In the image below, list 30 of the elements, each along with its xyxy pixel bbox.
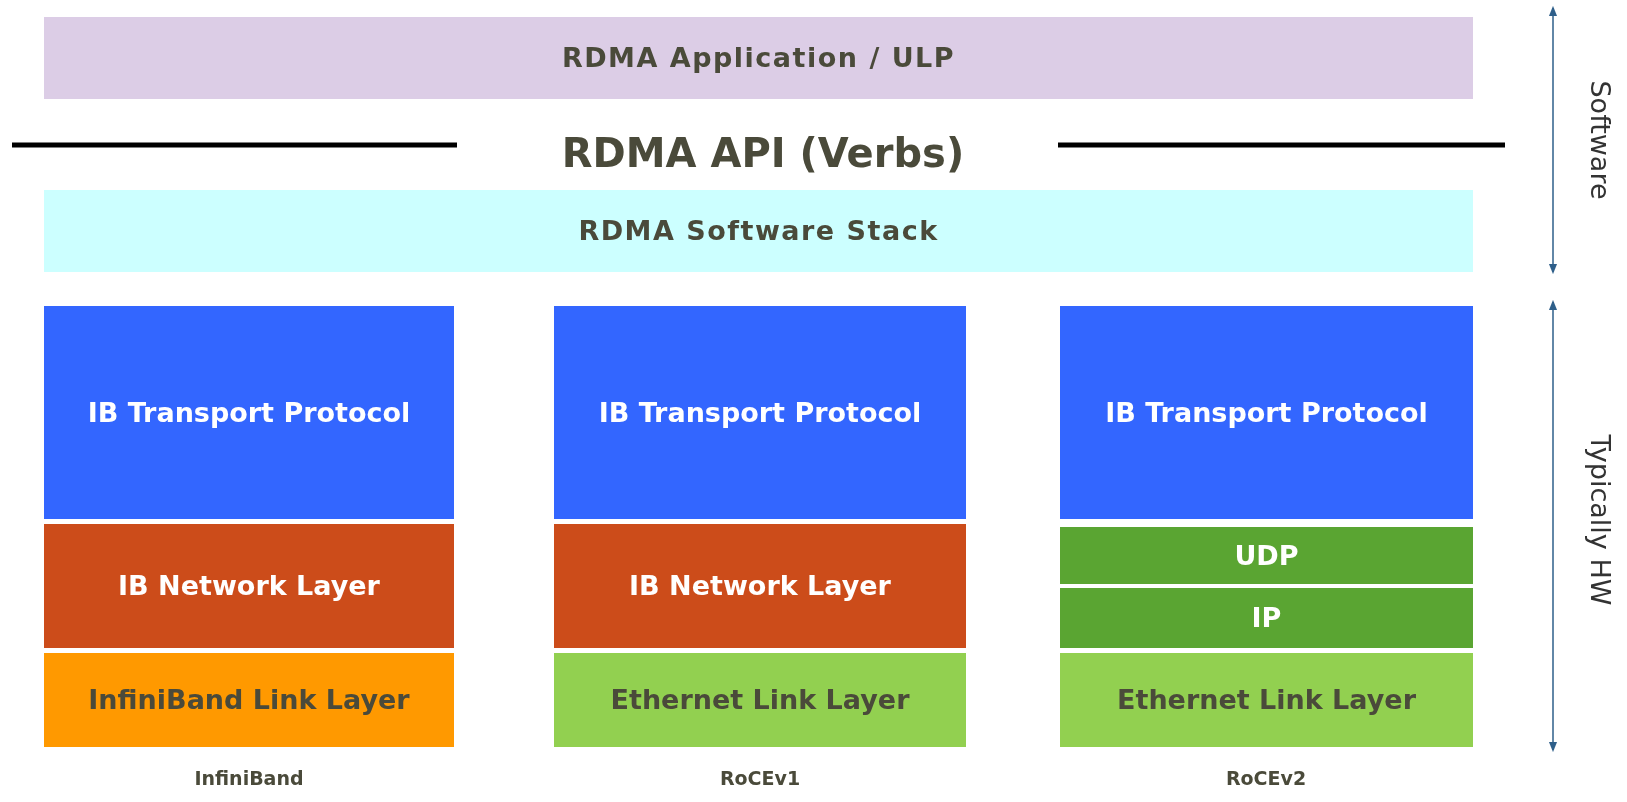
layer-label: RDMA Application / ULP (561, 41, 956, 76)
protocol-block (554, 306, 966, 519)
protocol-block (44, 653, 454, 747)
layer-label: IB Transport Protocol (1105, 395, 1428, 430)
layer-bar (44, 190, 1473, 272)
protocol-block (1060, 588, 1473, 648)
protocol-block (1060, 306, 1473, 519)
protocol-block (1060, 527, 1473, 584)
layer-bar (44, 17, 1473, 99)
layer-label: IB Network Layer (629, 569, 891, 604)
layer-label: IB Transport Protocol (598, 395, 922, 430)
column-label: InfiniBand (194, 767, 304, 789)
side-label: Software (1584, 80, 1616, 200)
protocol-block (554, 653, 966, 747)
column-label: RoCEv1 (719, 767, 801, 789)
layer-label: Ethernet Link Layer (610, 683, 910, 718)
protocol-block (44, 306, 454, 519)
layer-label: InfiniBand Link Layer (88, 683, 410, 718)
layer-label: IB Transport Protocol (87, 395, 411, 430)
layer-label: IP (1251, 601, 1282, 636)
protocol-block (1060, 653, 1473, 747)
side-label: Typically HW (1584, 434, 1616, 606)
protocol-block (554, 524, 966, 648)
layer-label: Ethernet Link Layer (1117, 683, 1416, 718)
api-label: RDMA API (Verbs) (561, 130, 965, 176)
layer-label: IB Network Layer (118, 569, 380, 604)
protocol-block (44, 524, 454, 648)
layer-label: UDP (1234, 538, 1299, 573)
layer-label: RDMA Software Stack (578, 214, 939, 249)
column-label: RoCEv2 (1225, 767, 1307, 789)
